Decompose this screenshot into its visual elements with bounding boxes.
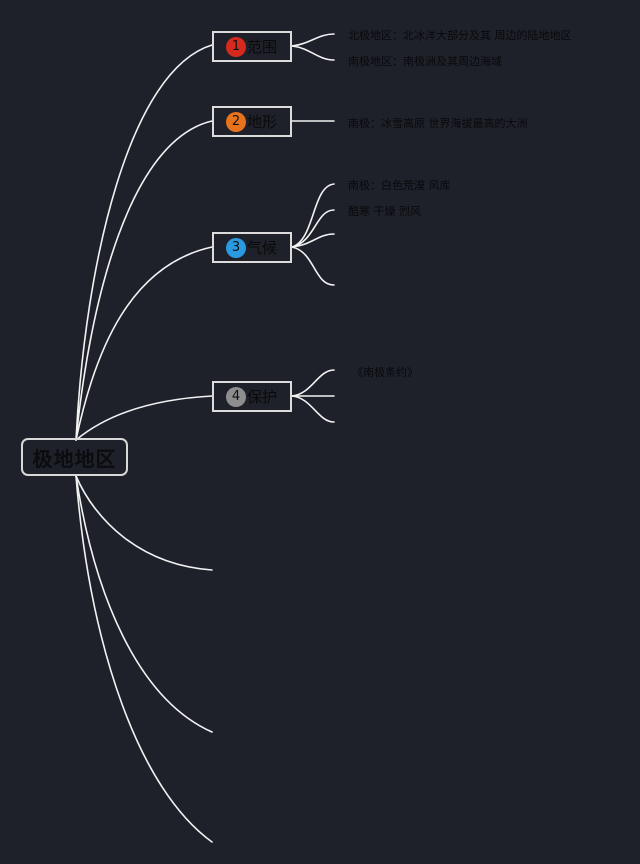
branch-node-terrain[interactable]: 2 地形 bbox=[212, 106, 292, 137]
connector-branch-3-leaf-3 bbox=[291, 233, 335, 248]
connector-root-empty-1 bbox=[75, 475, 213, 571]
leaf-node[interactable]: 南极地区：南极洲及其周边海域 bbox=[348, 55, 502, 68]
number-3-icon: 3 bbox=[226, 237, 246, 258]
branch-node-range[interactable]: 1 范围 bbox=[212, 31, 292, 62]
branch-label: 保护 bbox=[247, 388, 278, 406]
connector-root-branch-4 bbox=[75, 395, 213, 441]
leaf-node[interactable]: 酷寒 干燥 烈风 bbox=[348, 205, 421, 218]
branch-label: 气候 bbox=[247, 239, 278, 257]
leaf-node[interactable]: 南极：白色荒漠 风库 bbox=[348, 179, 451, 192]
connector-lines bbox=[75, 33, 335, 843]
root-node[interactable]: 极地地区 bbox=[21, 438, 128, 476]
leaf-node[interactable]: 北极地区：北冰洋大部分及其 周边的陆地地区 bbox=[348, 29, 572, 42]
number-1-icon: 1 bbox=[226, 36, 246, 57]
connector-branch-3-leaf-2 bbox=[291, 209, 335, 248]
connector-root-branch-3 bbox=[75, 246, 213, 441]
connector-branch-4-leaf-1 bbox=[291, 369, 335, 397]
connector-root-empty-2 bbox=[75, 475, 213, 733]
leaf-node[interactable]: 南极：冰雪高原 世界海拔最高的大洲 bbox=[348, 117, 528, 130]
connector-root-branch-1 bbox=[75, 44, 213, 441]
connector-branch-4-leaf-3 bbox=[291, 395, 335, 423]
root-node-label: 极地地区 bbox=[32, 446, 117, 471]
number-4-icon: 4 bbox=[226, 386, 246, 407]
branch-label: 范围 bbox=[247, 38, 278, 56]
leaf-node[interactable]: 《南极条约》 bbox=[352, 366, 418, 379]
branch-node-protection[interactable]: 4 保护 bbox=[212, 381, 292, 412]
connector-root-branch-2 bbox=[75, 120, 213, 441]
connector-branch-1-leaf-2 bbox=[291, 45, 335, 61]
branch-label: 地形 bbox=[247, 113, 278, 131]
number-2-icon: 2 bbox=[226, 111, 246, 132]
connector-branch-3-leaf-1 bbox=[291, 183, 335, 248]
branch-node-climate[interactable]: 3 气候 bbox=[212, 232, 292, 263]
connector-branch-3-leaf-4 bbox=[291, 246, 335, 286]
connector-branch-1-leaf-1 bbox=[291, 33, 335, 47]
connector-root-empty-3 bbox=[75, 475, 213, 843]
